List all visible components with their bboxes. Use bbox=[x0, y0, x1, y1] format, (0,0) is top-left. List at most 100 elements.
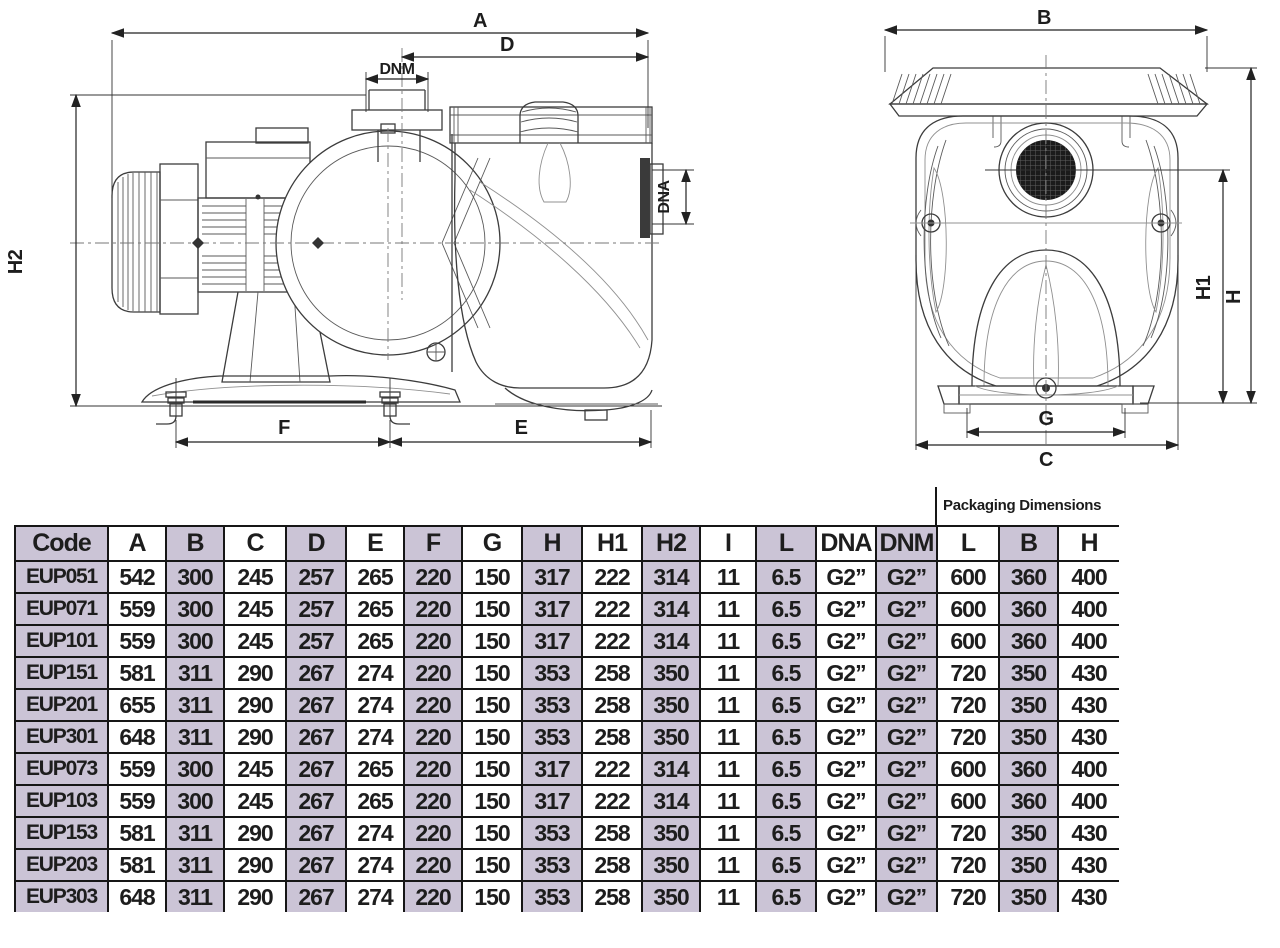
table-cell: 6.5 bbox=[755, 784, 817, 818]
table-cell: G2” bbox=[875, 848, 938, 882]
table-cell: 290 bbox=[223, 720, 287, 754]
column-header-code: Code bbox=[14, 525, 109, 562]
table-cell: 11 bbox=[699, 880, 757, 912]
table-cell: 290 bbox=[223, 816, 287, 850]
dim-label-b: B bbox=[1037, 7, 1051, 29]
table-cell: 267 bbox=[285, 848, 347, 882]
table-cell: 258 bbox=[581, 816, 643, 850]
table-cell: 6.5 bbox=[755, 624, 817, 658]
row-code-cell: EUP073 bbox=[14, 752, 109, 786]
column-header-a: A bbox=[107, 525, 167, 562]
table-header: Code A B C D E F G H H1 H2 I L DNA DNM L… bbox=[14, 525, 1119, 562]
column-header-i: I bbox=[699, 525, 757, 562]
table-cell: 600 bbox=[936, 624, 1000, 658]
dim-label-d: D bbox=[500, 34, 514, 56]
table-cell: 11 bbox=[699, 752, 757, 786]
dim-label-g: G bbox=[1038, 408, 1053, 430]
dim-label-e: E bbox=[515, 417, 528, 439]
table-cell: 430 bbox=[1057, 816, 1119, 850]
dim-label-a: A bbox=[473, 10, 487, 32]
table-cell: G2” bbox=[875, 688, 938, 722]
table-cell: 350 bbox=[641, 656, 701, 690]
table-cell: 220 bbox=[403, 624, 463, 658]
table-cell: 430 bbox=[1057, 720, 1119, 754]
table-cell: 400 bbox=[1057, 592, 1119, 626]
table-cell: 353 bbox=[521, 848, 583, 882]
table-cell: 655 bbox=[107, 688, 167, 722]
table-cell: 350 bbox=[641, 848, 701, 882]
table-cell: 267 bbox=[285, 720, 347, 754]
table-cell: 400 bbox=[1057, 560, 1119, 594]
table-cell: 11 bbox=[699, 720, 757, 754]
table-cell: 559 bbox=[107, 592, 167, 626]
table-cell: G2” bbox=[875, 624, 938, 658]
row-code-cell: EUP051 bbox=[14, 560, 109, 594]
table-cell: 257 bbox=[285, 624, 347, 658]
table-cell: 274 bbox=[345, 848, 405, 882]
table-cell: 274 bbox=[345, 720, 405, 754]
table-cell: 220 bbox=[403, 592, 463, 626]
table-cell: 311 bbox=[165, 720, 225, 754]
table-cell: 350 bbox=[641, 816, 701, 850]
table-cell: 150 bbox=[461, 752, 523, 786]
table-cell: 430 bbox=[1057, 848, 1119, 882]
table-cell: 222 bbox=[581, 784, 643, 818]
column-header-b: B bbox=[165, 525, 225, 562]
table-cell: 559 bbox=[107, 624, 167, 658]
column-header-pack-b: B bbox=[998, 525, 1059, 562]
table-cell: 274 bbox=[345, 880, 405, 912]
dim-label-h2: H2 bbox=[5, 249, 27, 274]
table-cell: 220 bbox=[403, 816, 463, 850]
table-cell: 245 bbox=[223, 624, 287, 658]
table-cell: 220 bbox=[403, 848, 463, 882]
table-cell: 222 bbox=[581, 560, 643, 594]
table-cell: 290 bbox=[223, 880, 287, 912]
table-cell: 220 bbox=[403, 784, 463, 818]
table-cell: 265 bbox=[345, 560, 405, 594]
row-code-cell: EUP151 bbox=[14, 656, 109, 690]
dim-label-h: H bbox=[1223, 290, 1245, 304]
table-cell: 274 bbox=[345, 816, 405, 850]
table-cell: 267 bbox=[285, 688, 347, 722]
table-cell: 290 bbox=[223, 688, 287, 722]
table-cell: 360 bbox=[998, 784, 1059, 818]
technical-drawing: A D DNM H2 DNA F E bbox=[5, 7, 1257, 471]
table-cell: 600 bbox=[936, 752, 1000, 786]
table-cell: 220 bbox=[403, 720, 463, 754]
table-cell: 150 bbox=[461, 816, 523, 850]
column-header-e: E bbox=[345, 525, 405, 562]
table-cell: 430 bbox=[1057, 688, 1119, 722]
table-cell: 720 bbox=[936, 656, 1000, 690]
table-cell: 581 bbox=[107, 816, 167, 850]
table-cell: 258 bbox=[581, 656, 643, 690]
table-cell: 300 bbox=[165, 560, 225, 594]
column-header-dnm: DNM bbox=[875, 525, 938, 562]
table-cell: 6.5 bbox=[755, 848, 817, 882]
table-cell: 265 bbox=[345, 624, 405, 658]
table-cell: G2” bbox=[875, 880, 938, 912]
table-cell: 350 bbox=[998, 816, 1059, 850]
dim-label-f: F bbox=[278, 417, 290, 439]
table-cell: 265 bbox=[345, 752, 405, 786]
column-header-h: H bbox=[521, 525, 583, 562]
table-cell: 360 bbox=[998, 560, 1059, 594]
table-cell: 350 bbox=[641, 688, 701, 722]
dim-label-h1: H1 bbox=[1193, 275, 1215, 300]
row-code-cell: EUP301 bbox=[14, 720, 109, 754]
table-cell: G2” bbox=[815, 560, 877, 594]
table-cell: 720 bbox=[936, 688, 1000, 722]
table-cell: G2” bbox=[815, 624, 877, 658]
table-cell: 6.5 bbox=[755, 720, 817, 754]
table-cell: G2” bbox=[875, 592, 938, 626]
table-cell: 274 bbox=[345, 656, 405, 690]
table-cell: 300 bbox=[165, 752, 225, 786]
table-cell: 648 bbox=[107, 720, 167, 754]
